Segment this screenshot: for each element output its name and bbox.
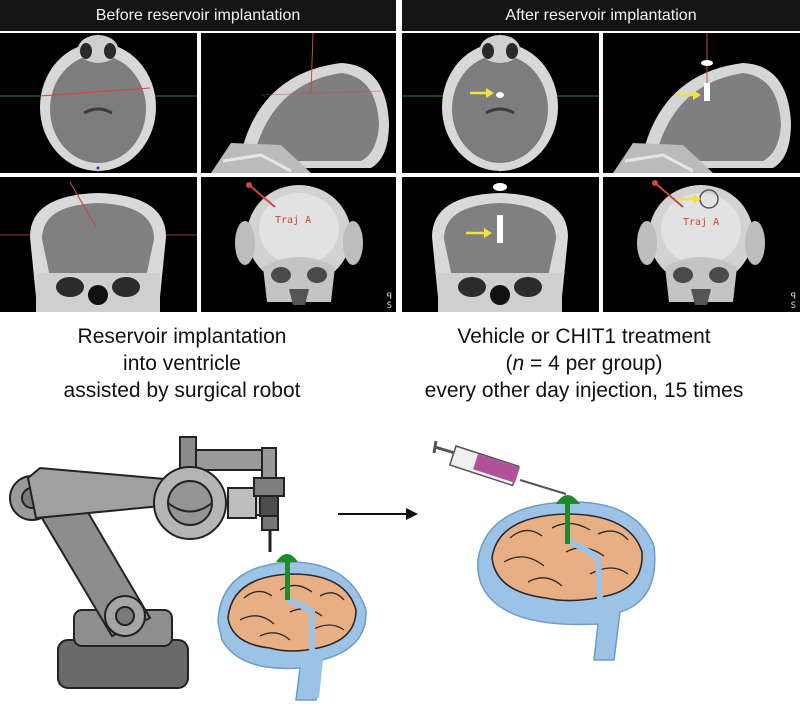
ct-coronal-after: [402, 177, 599, 312]
caption-line: assisted by surgical robot: [63, 379, 301, 402]
header-after: After reservoir implantation: [402, 0, 800, 31]
ct-axial-after: [402, 33, 599, 173]
caption-line: Vehicle or CHIT1 treatment: [457, 325, 711, 348]
left-caption: Reservoir implantation into ventricle as…: [6, 323, 358, 404]
caption-line: into ventricle: [123, 352, 241, 375]
highlight-arrow-icon: [677, 90, 701, 100]
caption-line: every other day injection, 15 times: [424, 379, 744, 402]
trajectory-label: Traj A: [683, 217, 720, 228]
brain-with-reservoir-icon: [477, 495, 656, 661]
highlight-arrow-icon: [466, 228, 492, 238]
syringe-icon: [432, 440, 567, 495]
orientation-label: ꟼ: [386, 292, 392, 302]
right-caption: Vehicle or CHIT1 treatment (n = 4 per gr…: [372, 323, 796, 404]
caption-line: Reservoir implantation: [77, 325, 287, 348]
process-arrow-icon: [338, 508, 418, 520]
ct-axial-before: [0, 33, 197, 173]
ct-sagittal-after: [603, 33, 800, 173]
orientation-label: ꟼ: [790, 292, 796, 302]
surgical-robot-icon: [9, 436, 285, 689]
highlight-arrow-icon: [679, 194, 701, 204]
brain-with-reservoir-icon: [217, 554, 367, 701]
caption-line: (n = 4 per group): [505, 352, 663, 375]
ct-3d-skull-after: Traj A ꟼ S: [603, 177, 800, 312]
orientation-label: S: [790, 301, 796, 311]
ct-coronal-before: [0, 177, 197, 312]
trajectory-label: Traj A: [275, 215, 312, 226]
header-before: Before reservoir implantation: [0, 0, 396, 31]
highlight-arrow-icon: [470, 88, 494, 98]
orientation-label: S: [386, 301, 392, 311]
n-variable: n: [512, 352, 525, 375]
ct-3d-skull-before: Traj A ꟼ S: [201, 177, 396, 312]
ct-sagittal-before: [201, 33, 396, 173]
